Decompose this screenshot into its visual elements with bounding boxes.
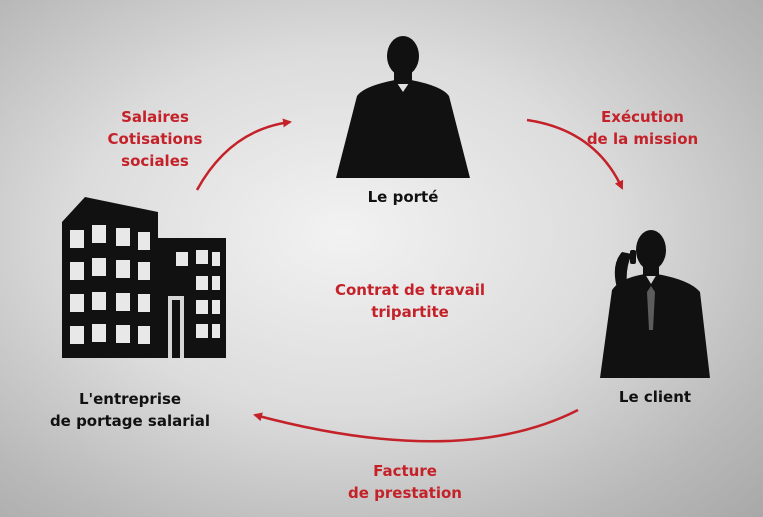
label-center-line1: Contrat de travail xyxy=(334,281,486,299)
label-execution-line1: Exécution xyxy=(601,108,684,126)
label-facture-line2: de prestation xyxy=(348,484,462,502)
label-salaires-line3: sociales xyxy=(121,152,189,170)
label-facture: Facture de prestation xyxy=(330,460,480,504)
building-icon xyxy=(62,197,226,358)
label-entreprise: L'entreprise de portage salarial xyxy=(30,388,230,432)
label-porte-text: Le porté xyxy=(367,188,439,206)
person-icon xyxy=(336,36,470,178)
client-tie xyxy=(647,286,655,330)
label-salaires-line2: Cotisations xyxy=(107,130,203,148)
label-entreprise-line2: de portage salarial xyxy=(49,412,211,430)
label-client-text: Le client xyxy=(618,388,692,406)
label-facture-line1: Facture xyxy=(373,462,437,480)
arrow-salaires xyxy=(195,118,292,191)
label-center-line2: tripartite xyxy=(371,303,449,321)
label-center-contract: Contrat de travail tripartite xyxy=(320,279,500,323)
arrow-execution xyxy=(526,118,624,190)
label-client: Le client xyxy=(595,386,715,408)
label-execution: Exécution de la mission xyxy=(560,106,725,150)
arrow-facture xyxy=(253,408,579,443)
label-salaires: Salaires Cotisations sociales xyxy=(80,106,230,172)
label-entreprise-line1: L'entreprise xyxy=(78,390,182,408)
label-salaires-line1: Salaires xyxy=(121,108,189,126)
label-porte: Le porté xyxy=(343,186,463,208)
client-phone-icon xyxy=(600,230,710,378)
label-execution-line2: de la mission xyxy=(586,130,699,148)
